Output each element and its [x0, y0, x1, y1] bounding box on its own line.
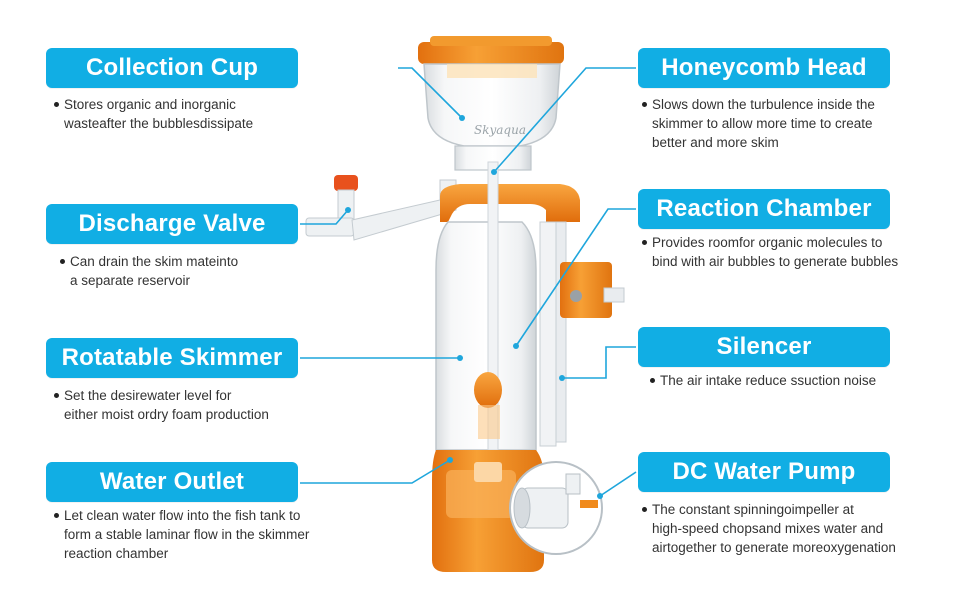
- discharge-valve-label: Discharge Valve: [46, 204, 298, 244]
- bullet-icon: [60, 259, 65, 264]
- silencer-label: Silencer: [638, 327, 890, 367]
- leader-dots: [345, 115, 603, 499]
- discharge-valve-description: Can drain the skim mateinto a separate r…: [60, 252, 238, 290]
- bullet-icon: [54, 513, 59, 518]
- collection-cup-label: Collection Cup: [46, 48, 298, 88]
- orange-collar: [440, 184, 580, 222]
- rotatable-skimmer-description: Set the desirewater level for either moi…: [54, 386, 269, 424]
- brand-mark: Skyaqua: [474, 123, 526, 137]
- collection-cup-description: Stores organic and inorganic wasteafter …: [54, 95, 253, 133]
- silencer-description: The air intake reduce ssuction noise: [650, 371, 876, 390]
- honeycomb-head-label: Honeycomb Head: [638, 48, 890, 88]
- reaction-chamber-description: Provides roomfor organic molecules to bi…: [642, 233, 898, 271]
- bullet-icon: [54, 102, 59, 107]
- discharge-valve-part: [305, 175, 457, 241]
- bullet-icon: [650, 378, 655, 383]
- water-outlet-label: Water Outlet: [46, 462, 298, 502]
- mounting-bracket: [560, 262, 625, 318]
- bullet-icon: [642, 102, 647, 107]
- rotatable-skimmer-label: Rotatable Skimmer: [46, 338, 298, 378]
- dc-water-pump-description: The constant spinningoimpeller at high-s…: [642, 500, 896, 557]
- dc-water-pump-label: DC Water Pump: [638, 452, 890, 492]
- leader-lines: [300, 67, 637, 497]
- reaction-chamber-label: Reaction Chamber: [638, 189, 890, 229]
- bullet-icon: [54, 393, 59, 398]
- bullet-icon: [642, 240, 647, 245]
- collection-cup-part: Skyaqua: [418, 36, 564, 171]
- dc-pump-inset: [509, 461, 603, 555]
- bullet-icon: [642, 507, 647, 512]
- honeycomb-head-description: Slows down the turbulence inside the ski…: [642, 95, 875, 152]
- water-outlet-description: Let clean water flow into the fish tank …: [54, 506, 309, 563]
